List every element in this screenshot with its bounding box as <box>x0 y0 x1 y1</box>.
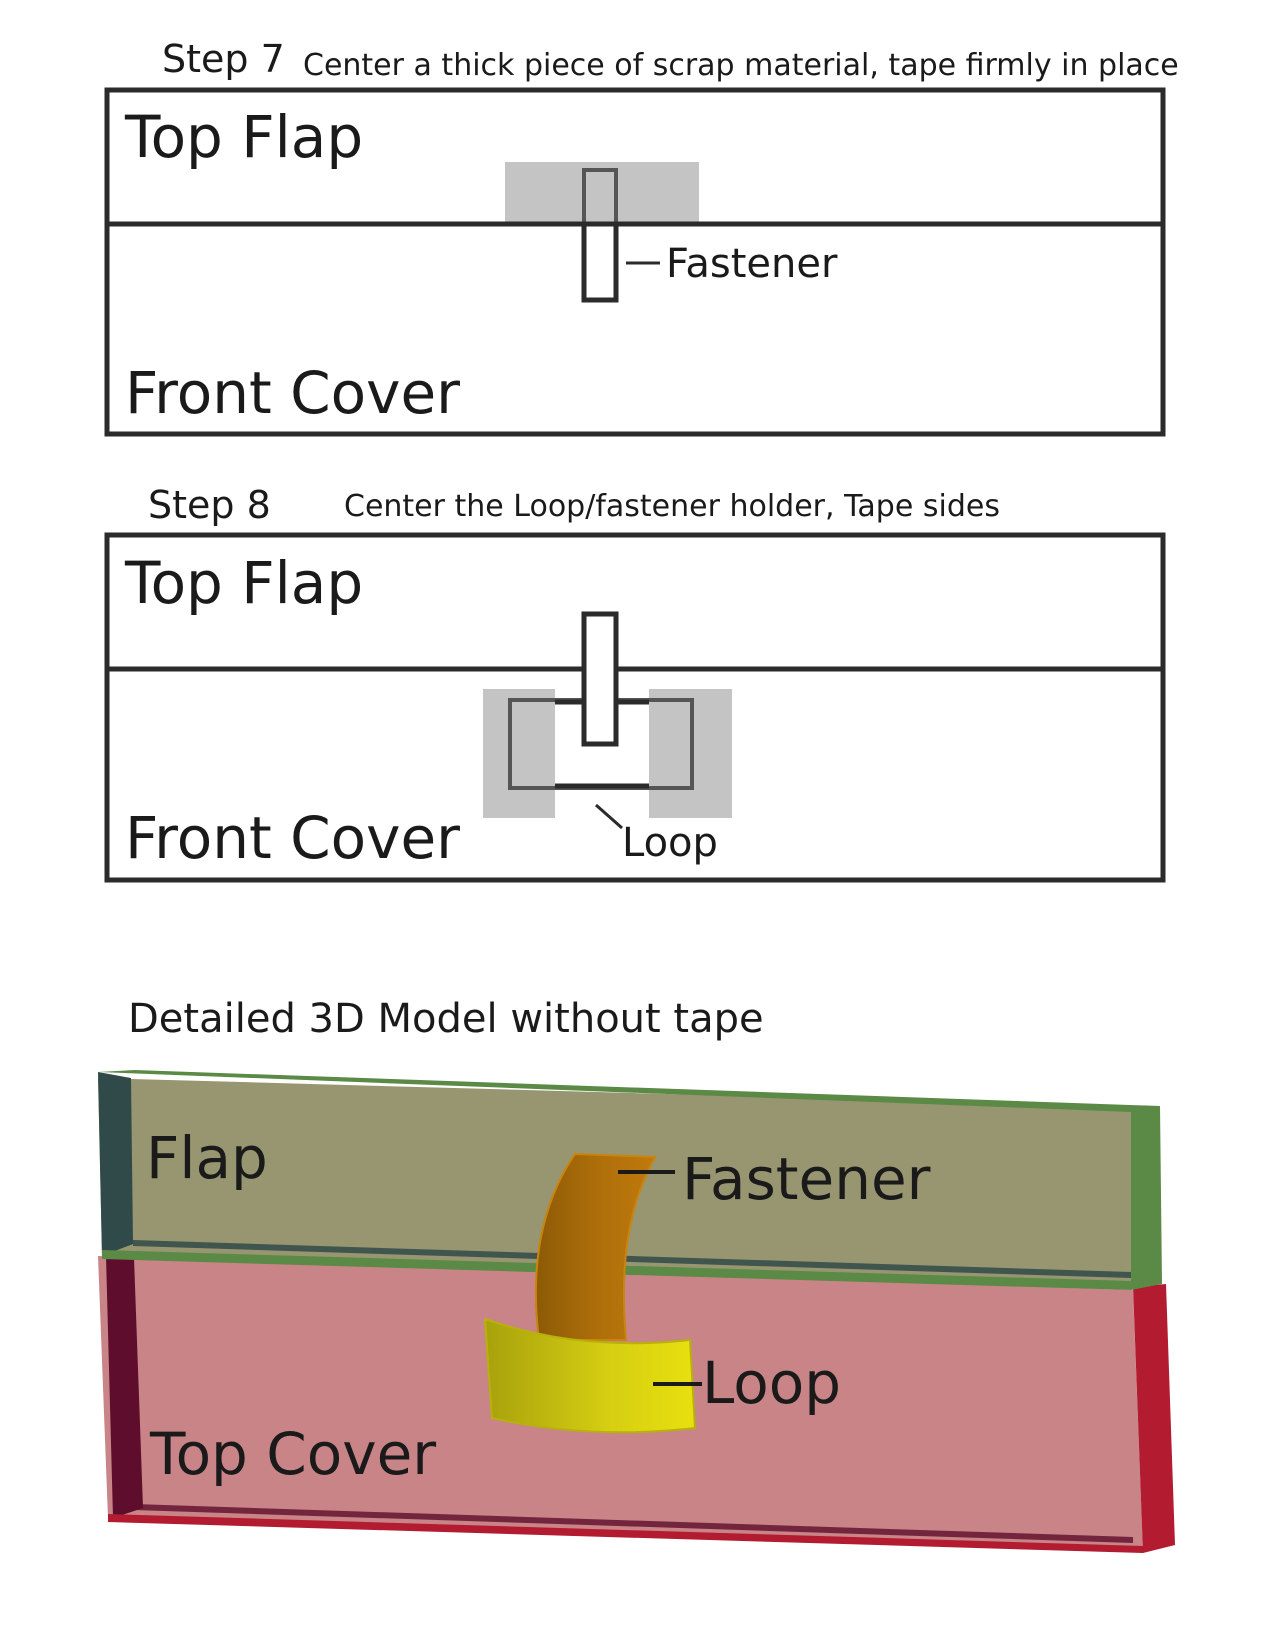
step7-instruction: Center a thick piece of scrap material, … <box>303 48 1179 83</box>
step8-top-flap-label: Top Flap <box>124 549 363 617</box>
loop-3d <box>483 1317 697 1434</box>
step8-front-cover-label: Front Cover <box>125 804 460 872</box>
step8-label: Step 8 <box>148 483 271 527</box>
model-title: Detailed 3D Model without tape <box>128 996 764 1042</box>
step8-fastener-strip <box>581 611 619 747</box>
step7-fastener-label: Fastener <box>666 241 838 287</box>
top-cover-right-edge <box>1133 1284 1175 1553</box>
top-cover-label: Top Cover <box>149 1420 436 1488</box>
model-3d: Detailed 3D Model without tape Fastener … <box>98 996 1175 1553</box>
flap-label: Flap <box>146 1124 268 1192</box>
step7-fastener-strip-lower <box>581 221 619 303</box>
step7-panel: Step 7 Center a thick piece of scrap mat… <box>104 37 1179 437</box>
flap-right-edge <box>1131 1106 1162 1290</box>
fastener-label: Fastener <box>682 1145 931 1213</box>
top-cover-inner-edge <box>134 1504 1133 1543</box>
step7-board-outline <box>104 87 1166 437</box>
step8-panel: Step 8 Center the Loop/fastener holder, … <box>104 483 1166 883</box>
top-cover-left-edge <box>106 1256 143 1518</box>
step8-loop-label: Loop <box>622 820 718 866</box>
step7-top-flap-label: Top Flap <box>124 103 363 171</box>
flap-left-edge <box>98 1072 133 1256</box>
top-cover-bottom-edge <box>108 1514 1143 1553</box>
step8-instruction: Center the Loop/fastener holder, Tape si… <box>344 489 1000 524</box>
flap-top-edge <box>98 1070 1160 1112</box>
step7-label: Step 7 <box>162 37 285 81</box>
step7-scrap-material <box>505 162 699 223</box>
step8-loop-leader <box>595 803 623 830</box>
step7-front-cover-label: Front Cover <box>125 359 460 427</box>
step8-tape-left <box>483 689 555 818</box>
loop-label: Loop <box>702 1349 841 1417</box>
flap-inner-edge <box>133 1240 1131 1278</box>
step8-board-outline <box>104 532 1166 883</box>
